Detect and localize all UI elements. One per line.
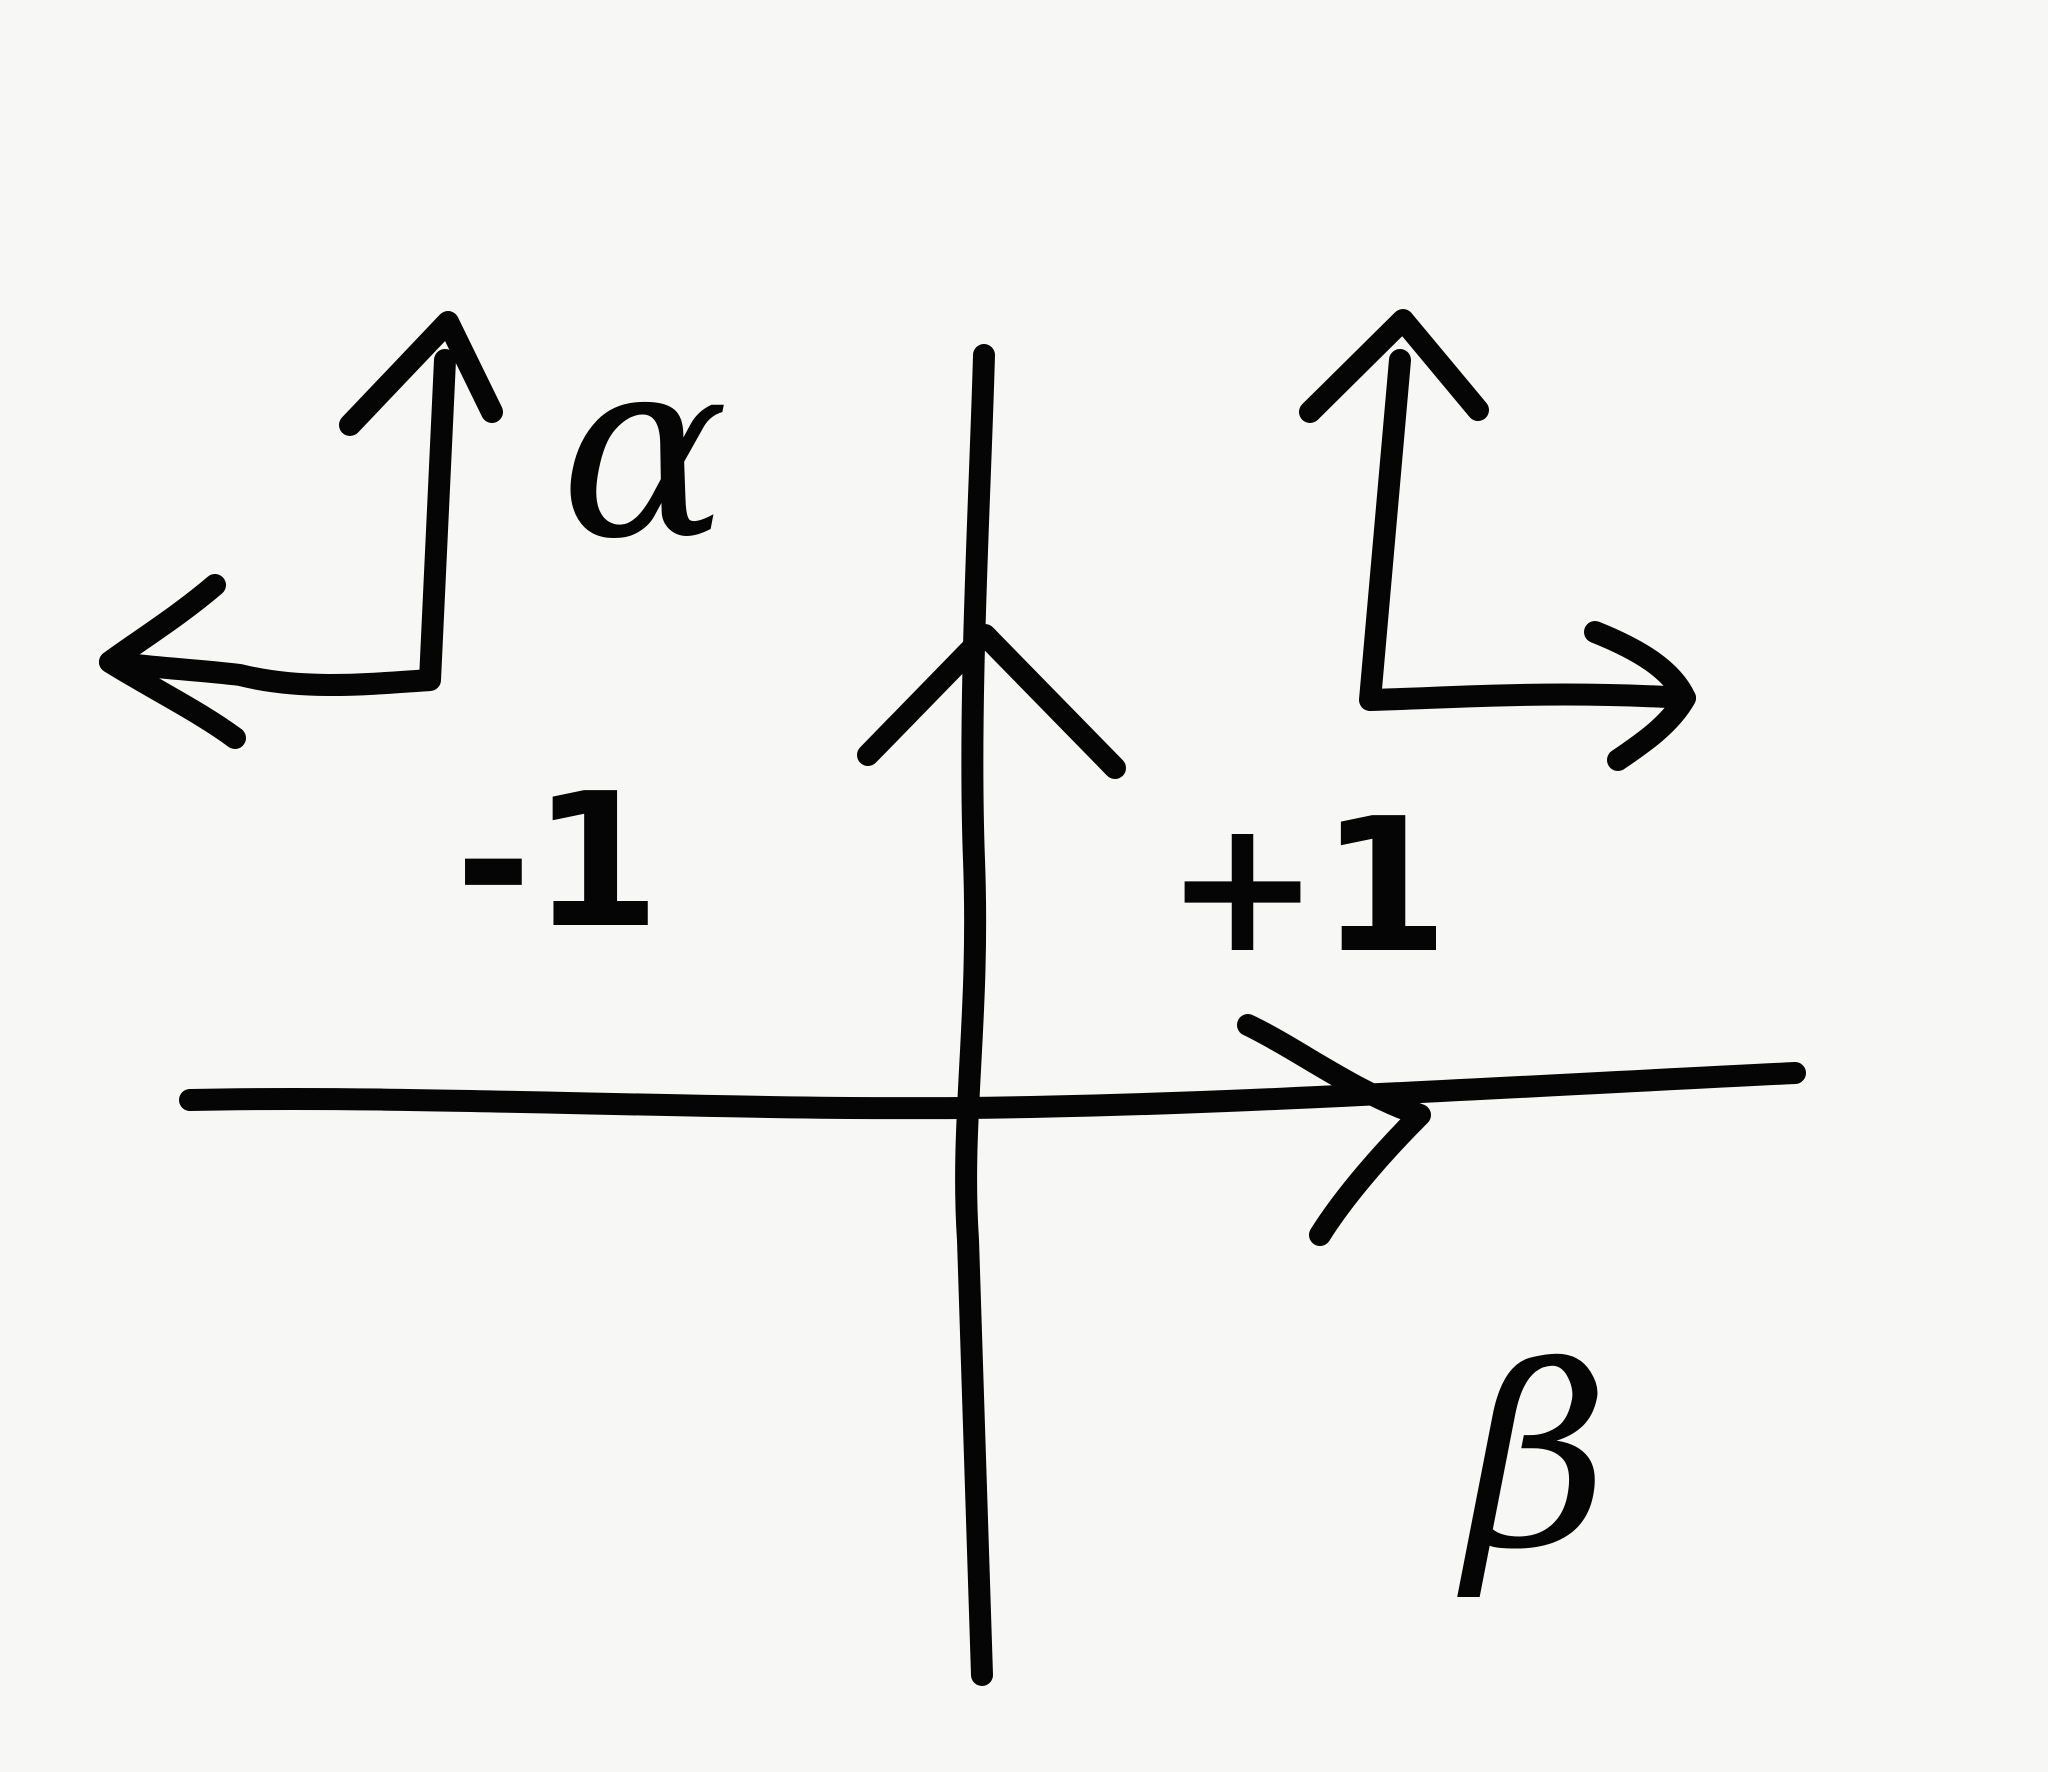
upper-left-up-arrowhead: [339, 311, 503, 436]
upper-right-frame-arrow: [1359, 349, 1696, 711]
horizontal-axis-arrowhead: [1237, 1014, 1431, 1246]
upper-right-right-arrowhead: [1584, 621, 1696, 771]
upper-left-frame-arrow: [99, 349, 456, 696]
beta-label: β: [1457, 1313, 1610, 1604]
plus-one-label: +1: [1165, 778, 1449, 994]
upper-left-left-arrowhead: [99, 574, 246, 749]
horizontal-axis: [179, 1062, 1806, 1120]
vertical-axis-arrowhead: [857, 624, 1126, 779]
vertical-axis: [955, 344, 995, 1686]
minus-one-label: -1: [455, 753, 661, 969]
upper-right-up-arrowhead: [1299, 309, 1489, 423]
alpha-label: α: [560, 303, 729, 594]
